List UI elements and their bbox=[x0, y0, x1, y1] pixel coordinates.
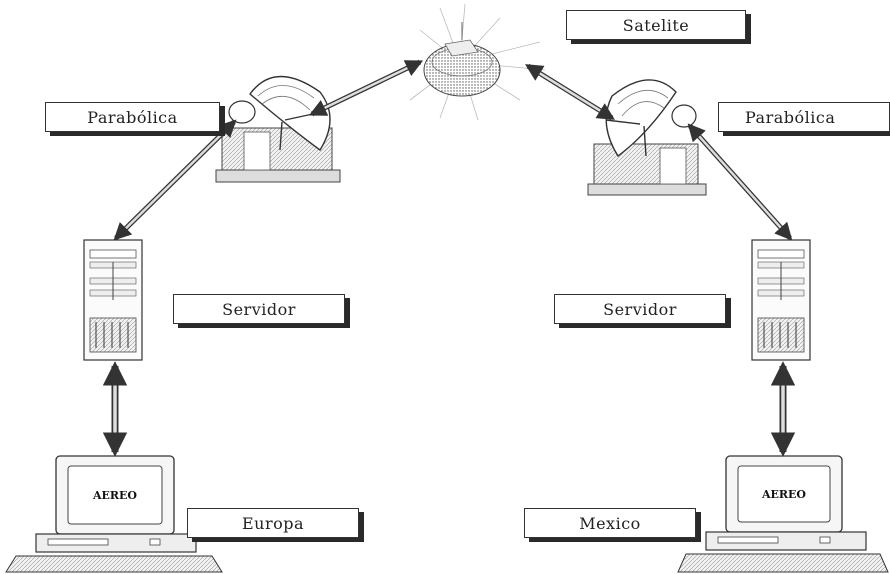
link-satellite-dish-right bbox=[525, 63, 615, 121]
screen-label-left: AEREO bbox=[92, 489, 137, 502]
label-dish-right: Parabólica bbox=[718, 102, 890, 132]
satellite-dish-icon-right bbox=[587, 79, 707, 196]
label-site-left: Europa bbox=[187, 508, 359, 538]
server-tower-icon-left bbox=[83, 239, 143, 361]
screen-label-right: AEREO bbox=[761, 488, 806, 501]
label-server-right: Servidor bbox=[554, 294, 726, 324]
label-dish-left: Parabólica bbox=[45, 102, 220, 132]
satellite-icon bbox=[409, 3, 546, 121]
desktop-computer-icon-left: AEREO bbox=[5, 455, 223, 573]
desktop-computer-icon-right: AEREO bbox=[677, 455, 889, 573]
label-satellite: Satelite bbox=[566, 10, 746, 40]
server-tower-icon-right bbox=[751, 239, 811, 361]
link-dish-server-left bbox=[113, 119, 237, 241]
link-dish-server-right bbox=[687, 123, 793, 241]
label-server-left: Servidor bbox=[173, 294, 345, 324]
label-site-right: Mexico bbox=[524, 508, 696, 538]
satellite-dish-icon-left bbox=[215, 75, 341, 183]
link-dish-satellite-left bbox=[308, 59, 424, 117]
